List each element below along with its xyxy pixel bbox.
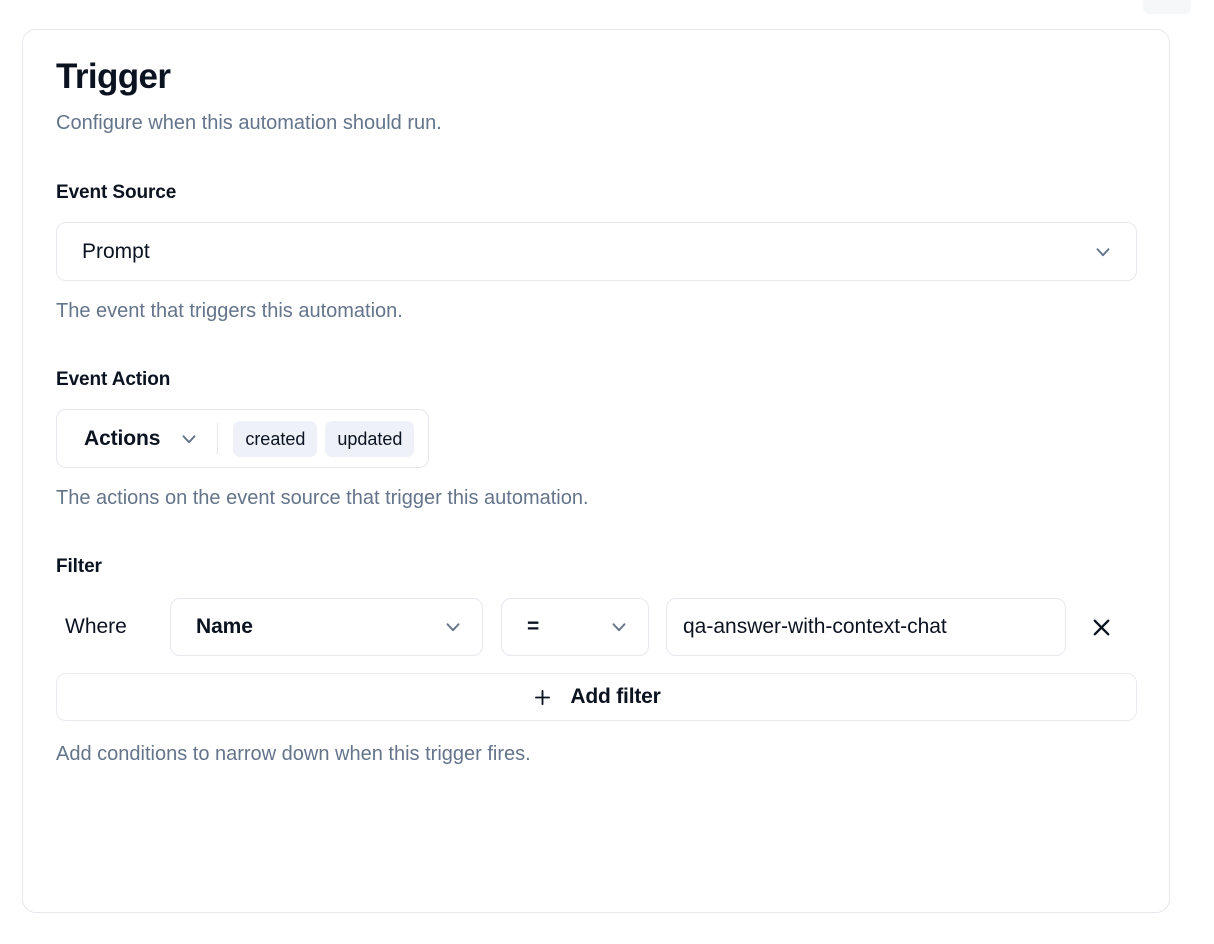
event-source-select[interactable]: Prompt (56, 222, 1137, 281)
filter-row: Where Name = qa-answer-with-context-chat (56, 598, 1137, 656)
event-action-control: Actions created updated (56, 409, 430, 468)
filter-where-label: Where (65, 615, 127, 638)
chevron-down-icon (1092, 241, 1114, 263)
add-filter-label: Add filter (570, 685, 661, 708)
event-source-value: Prompt (82, 239, 150, 263)
filter-operator-value: = (527, 615, 540, 638)
close-icon (1089, 615, 1114, 640)
filter-operator-select[interactable]: = (501, 598, 649, 656)
chevron-down-icon (442, 616, 464, 638)
event-action-section: Event Action Actions created updated The… (56, 368, 1137, 511)
filter-help: Add conditions to narrow down when this … (56, 743, 531, 765)
event-source-section: Event Source Prompt The event that trigg… (56, 181, 1137, 324)
event-action-dropdown-label[interactable]: Actions (84, 426, 161, 450)
add-filter-button[interactable]: Add filter (56, 673, 1137, 721)
filter-field-select[interactable]: Name (170, 598, 483, 656)
chevron-down-icon[interactable] (178, 428, 200, 450)
page-title: Trigger (56, 57, 171, 96)
filter-section: Filter Where Name = qa-answer-with-c (56, 555, 1137, 767)
event-source-help: The event that triggers this automation. (56, 300, 403, 322)
event-source-label: Event Source (56, 182, 177, 203)
event-action-label: Event Action (56, 369, 171, 390)
trigger-card: Trigger Configure when this automation s… (22, 29, 1170, 913)
plus-icon (532, 687, 553, 708)
event-action-badge-updated[interactable]: updated (325, 420, 415, 457)
event-action-help: The actions on the event source that tri… (56, 487, 589, 509)
remove-filter-button[interactable] (1084, 610, 1118, 644)
chevron-down-icon (608, 616, 630, 638)
filter-value-input[interactable]: qa-answer-with-context-chat (666, 598, 1066, 656)
filter-label: Filter (56, 556, 102, 577)
filter-field-value: Name (196, 615, 253, 638)
divider (217, 423, 219, 454)
event-action-badge-created[interactable]: created (233, 420, 318, 457)
card-subtitle: Configure when this automation should ru… (56, 112, 442, 134)
top-edge-artifact (1143, 0, 1191, 14)
filter-value-text: qa-answer-with-context-chat (683, 615, 947, 638)
